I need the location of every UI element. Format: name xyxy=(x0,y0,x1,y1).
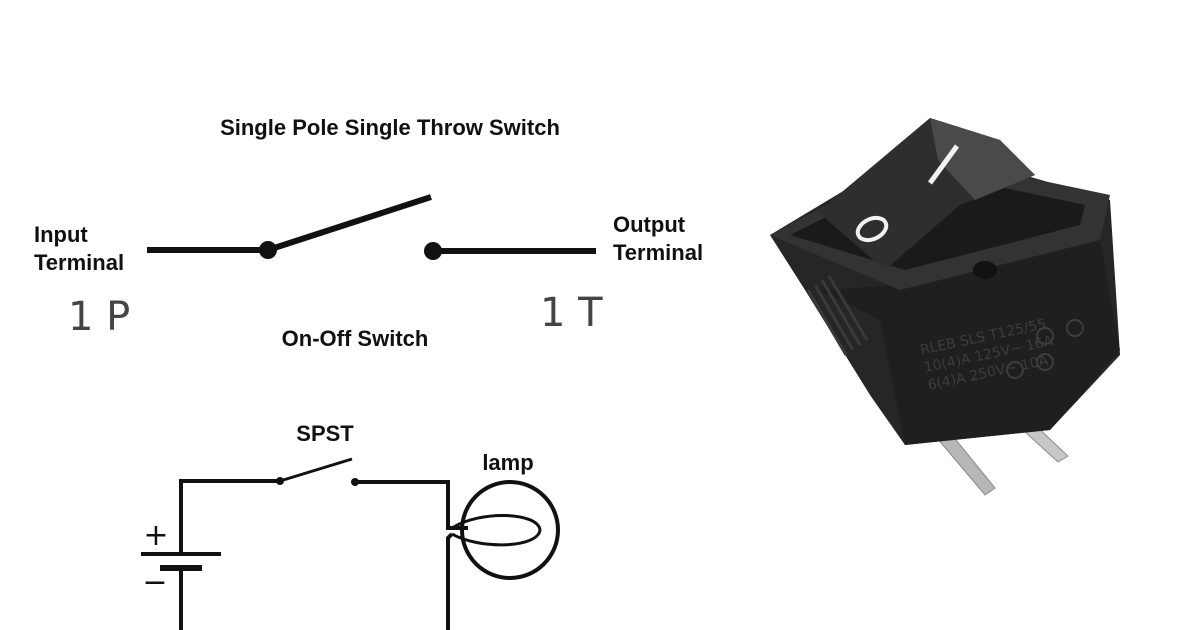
lamp-bulb xyxy=(460,480,560,580)
switch-side-ribs xyxy=(806,275,869,356)
diagram-title: Single Pole Single Throw Switch xyxy=(220,115,560,140)
switch-front-face xyxy=(820,240,1120,445)
circuit-switch-blade xyxy=(279,457,353,483)
input-terminal-label-line2: Terminal xyxy=(34,250,124,275)
switch-notch xyxy=(973,261,997,279)
pole-label: 1 P xyxy=(68,294,130,340)
wire-lamp-return xyxy=(446,532,454,630)
rocker-highlight xyxy=(930,118,1035,200)
wire-top-left xyxy=(179,479,280,520)
input-terminal-label-line1: Input xyxy=(34,222,88,247)
caption-on-off: On-Off Switch xyxy=(282,326,429,351)
lamp-label: lamp xyxy=(482,450,533,475)
rocker-switch-photo: RLEB SLS T125/55 10(4)A 125V~ 16A 6(4)A … xyxy=(770,118,1120,496)
wire-top-right xyxy=(355,480,468,530)
rocker-on-symbol xyxy=(927,144,960,185)
switch-blade xyxy=(267,194,432,253)
battery-minus-sign: − xyxy=(142,565,167,600)
battery-plus-sign: + xyxy=(143,518,168,553)
output-terminal-label-line2: Terminal xyxy=(613,240,703,265)
throw-label: 1 T xyxy=(540,290,603,336)
rocker-off-symbol xyxy=(855,215,889,243)
lamp-filament xyxy=(451,513,542,547)
lamp-circuit: SPST lamp + − xyxy=(141,421,560,630)
output-terminal-label-line1: Output xyxy=(613,212,686,237)
spst-switch-symbol xyxy=(147,194,596,260)
switch-cert-marks xyxy=(1006,319,1084,379)
spst-label: SPST xyxy=(296,421,354,446)
